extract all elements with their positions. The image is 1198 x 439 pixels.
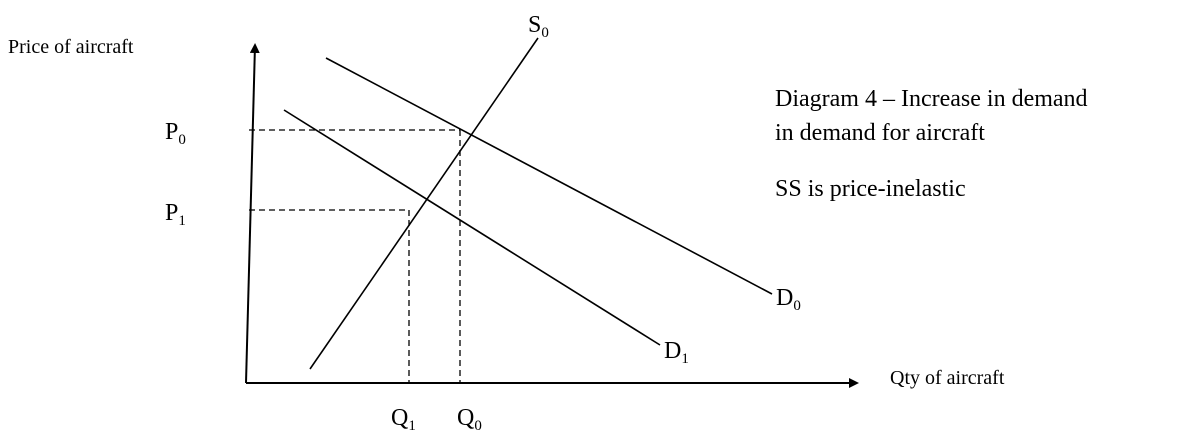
demand-curve-d0 — [325, 57, 773, 295]
quantity-label-q0: Q0 — [457, 405, 482, 434]
supply-label-s0: S0 — [528, 12, 549, 41]
demand-curve-d1 — [283, 109, 661, 346]
y-axis-title: Price of aircraft — [8, 36, 134, 58]
x-axis-title: Qty of aircraft — [890, 367, 1005, 389]
demand-label-d0: D0 — [776, 285, 801, 314]
diagram-title-line1: Diagram 4 – Increase in demand — [775, 86, 1088, 112]
quantity-label-q1: Q1 — [391, 405, 416, 434]
elasticity-note: SS is price-inelastic — [775, 176, 966, 202]
y-axis — [245, 43, 260, 384]
price-label-p1: P1 — [165, 200, 186, 229]
supply-curve-s0 — [309, 37, 539, 370]
demand-label-d1: D1 — [664, 338, 689, 367]
diagram-title-line2: in demand for aircraft — [775, 120, 985, 146]
price-label-p0: P0 — [165, 119, 186, 148]
